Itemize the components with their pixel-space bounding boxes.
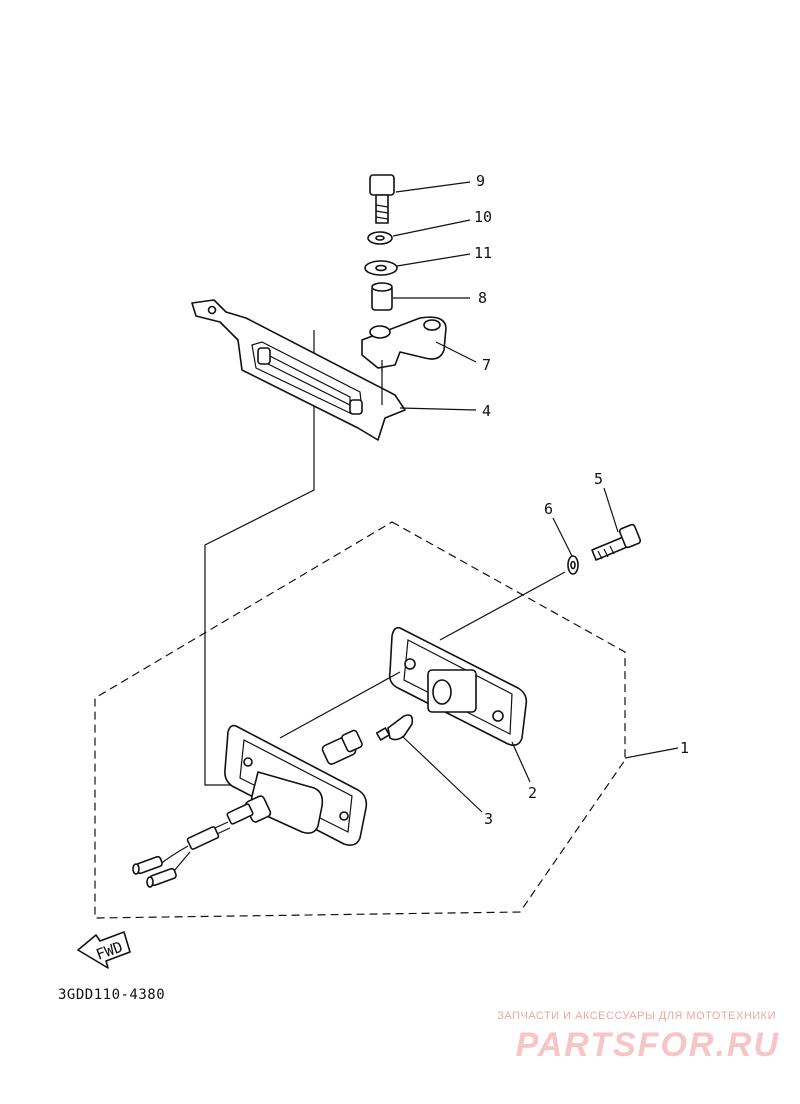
callout-leader-10 (392, 219, 471, 237)
callout-leader-5 (603, 487, 619, 533)
callout-leader-4 (399, 407, 477, 411)
callout-leader-7 (435, 341, 477, 363)
callout-leader-1 (624, 747, 679, 759)
callout-5: 5 (594, 470, 603, 488)
leader-base-to-lens (279, 671, 401, 739)
callout-9: 9 (476, 172, 485, 190)
part-9-bolt (369, 174, 395, 224)
callout-2: 2 (528, 784, 537, 802)
part-7-stay (361, 316, 447, 369)
part-11-washer (364, 260, 398, 276)
callout-4: 4 (482, 402, 491, 420)
callout-7: 7 (482, 356, 491, 374)
callout-8: 8 (478, 289, 487, 307)
part-3-bulb (375, 714, 414, 741)
part-2-lens (388, 626, 528, 746)
watermark-logo: PARTSFOR.RU (515, 1026, 780, 1064)
callout-6: 6 (544, 500, 553, 518)
callout-leader-11 (396, 253, 471, 267)
part-6-washer (567, 555, 579, 575)
fwd-arrow: FWD (77, 931, 131, 969)
callout-leader-6 (552, 517, 573, 557)
callout-1: 1 (680, 739, 689, 757)
assembly-outline (94, 521, 626, 919)
part-4-bracket (191, 299, 406, 441)
diagram-code: 3GDD110-4380 (58, 987, 166, 1003)
callout-leader-2 (511, 741, 531, 783)
part-10-lock-washer (367, 231, 393, 245)
bracket-to-lamp-leader (204, 330, 315, 786)
part-8-collar (371, 282, 393, 311)
callout-10: 10 (474, 208, 492, 226)
callout-3: 3 (484, 810, 493, 828)
callout-leader-9 (395, 181, 471, 193)
watermark-tagline: ЗАПЧАСТИ И АКСЕССУАРЫ ДЛЯ МОТОТЕХНИКИ (497, 1010, 776, 1022)
wire-harness (132, 795, 272, 888)
leader-lens-to-washer (439, 571, 566, 641)
part-5-bolt (591, 523, 642, 561)
callout-11: 11 (474, 244, 492, 262)
callout-leader-3 (401, 735, 483, 813)
lamp-base (224, 724, 368, 846)
